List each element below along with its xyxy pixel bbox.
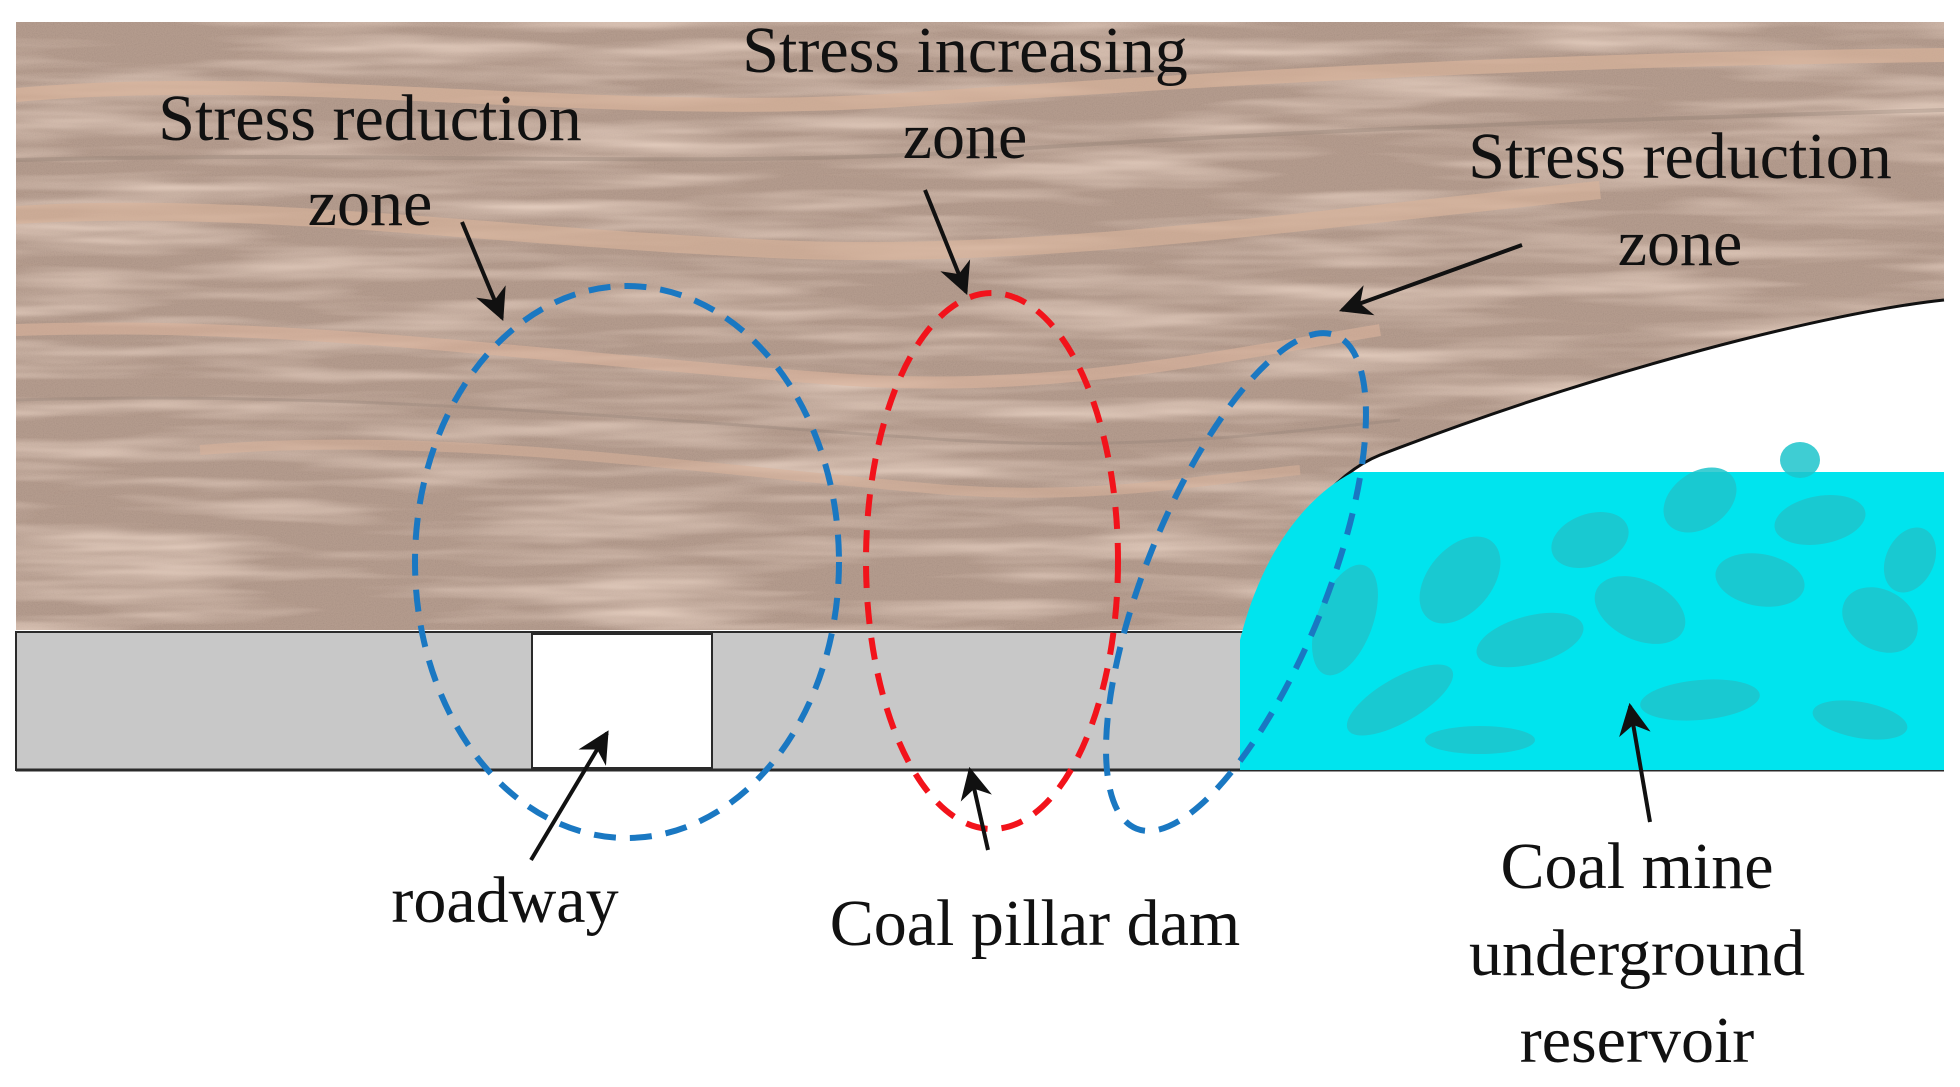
rock-dark-band (16, 108, 1944, 162)
annotation-arrows (460, 189, 1652, 862)
stress-reduction-zone-left-label: Stress reduction zone (158, 82, 581, 240)
label-line: reservoir (1520, 1004, 1755, 1077)
stress-reduction-zone-left (412, 283, 842, 841)
label-line: Stress reduction (1468, 120, 1891, 193)
roadway-label: roadway (391, 864, 618, 937)
reservoir-water (1240, 442, 1944, 770)
arrow-to-left-reduction-zone (460, 221, 506, 321)
rock-dark-band (16, 396, 1401, 445)
arrow-to-reservoir (1619, 702, 1652, 823)
label-line: Stress increasing (742, 14, 1187, 87)
rock-band (16, 322, 1381, 389)
arrow-to-right-reduction-zone (1338, 243, 1523, 316)
broken-rock-fragments (1312, 442, 1937, 754)
label-line: Coal mine (1500, 830, 1773, 903)
arrow-to-roadway (529, 730, 609, 862)
rock-band (16, 48, 1944, 112)
stress-reduction-zone-right-label: Stress reduction zone (1468, 120, 1891, 280)
label-line: underground (1469, 917, 1805, 990)
label-line: zone (903, 100, 1028, 173)
label-line: zone (308, 167, 433, 240)
rock-strata (16, 22, 1944, 630)
label-line: Stress reduction (158, 82, 581, 155)
stress-increasing-zone (863, 290, 1121, 832)
reservoir-label: Coal mine underground reservoir (1469, 830, 1805, 1077)
stress-increasing-zone-label: Stress increasing zone (742, 14, 1187, 173)
roadway-opening (531, 633, 713, 769)
arrow-to-coal-pillar-dam (960, 766, 992, 851)
rock-band (16, 181, 1601, 261)
coal-pillar-dam-label: Coal pillar dam (830, 887, 1241, 960)
label-line: zone (1618, 207, 1743, 280)
rock-band (199, 439, 1301, 498)
stress-reduction-zone-right (1103, 330, 1369, 834)
arrow-to-increasing-zone (923, 189, 971, 295)
